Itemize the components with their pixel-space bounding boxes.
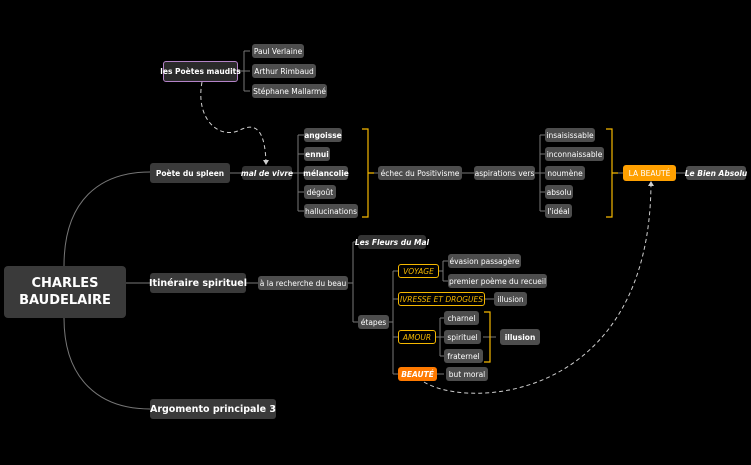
- amour-item[interactable]: spirituel: [444, 330, 481, 344]
- bien-absolu-node[interactable]: Le Bien Absolu: [685, 166, 747, 180]
- quality-item[interactable]: absolu: [545, 185, 573, 199]
- quality-item[interactable]: insaisissable: [545, 128, 595, 142]
- aspirations-vers-node[interactable]: aspirations vers: [474, 166, 535, 180]
- illusion-amour-node[interactable]: illusion: [500, 329, 540, 345]
- but-moral-node[interactable]: but moral: [446, 367, 488, 381]
- branch-argomento-3[interactable]: Argomento principale 3: [150, 399, 276, 419]
- la-beaute-node[interactable]: LA BEAUTÉ: [623, 165, 676, 181]
- recherche-beau-node[interactable]: à la recherche du beau: [258, 276, 348, 290]
- voyage-node[interactable]: VOYAGE: [398, 264, 439, 278]
- fleurs-du-mal-node[interactable]: Les Fleurs du Mal: [355, 235, 429, 249]
- symptom-item[interactable]: angoisse: [304, 128, 342, 142]
- amour-item[interactable]: fraternel: [444, 349, 483, 363]
- amour-node[interactable]: AMOUR: [398, 330, 436, 344]
- branch-poete-du-spleen[interactable]: Poète du spleen: [150, 163, 230, 183]
- ivresse-drogues-node[interactable]: IVRESSE ET DROGUES: [398, 292, 485, 306]
- poete-item[interactable]: Paul Verlaine: [252, 44, 304, 58]
- mal-de-vivre-node[interactable]: mal de vivre: [241, 166, 293, 180]
- voyage-item[interactable]: premier poème du recueil: [448, 274, 547, 288]
- symptom-item[interactable]: hallucinations: [304, 204, 358, 218]
- poete-item[interactable]: Arthur Rimbaud: [252, 64, 316, 78]
- symptom-item[interactable]: mélancolie: [303, 166, 349, 180]
- quality-item[interactable]: l'idéal: [545, 204, 572, 218]
- poete-item[interactable]: Stéphane Mallarmé: [252, 84, 327, 98]
- amour-item[interactable]: charnel: [444, 311, 479, 325]
- voyage-item[interactable]: évasion passagère: [448, 254, 521, 268]
- etapes-node[interactable]: étapes: [358, 315, 389, 329]
- quality-item[interactable]: inconnaissable: [545, 147, 604, 161]
- root-node[interactable]: CHARLES BAUDELAIRE: [4, 266, 126, 318]
- echec-positivisme-node[interactable]: échec du Positivisme: [378, 166, 462, 180]
- illusion-node[interactable]: illusion: [494, 292, 527, 306]
- symptom-item[interactable]: dégoût: [304, 185, 336, 199]
- beaute-node[interactable]: BEAUTÉ: [398, 367, 437, 381]
- quality-item[interactable]: noumène: [545, 166, 585, 180]
- symptom-item[interactable]: ennui: [304, 147, 330, 161]
- branch-itineraire-spirituel[interactable]: Itinéraire spirituel: [149, 273, 247, 293]
- poetes-maudits-node[interactable]: les Poètes maudits: [160, 61, 241, 82]
